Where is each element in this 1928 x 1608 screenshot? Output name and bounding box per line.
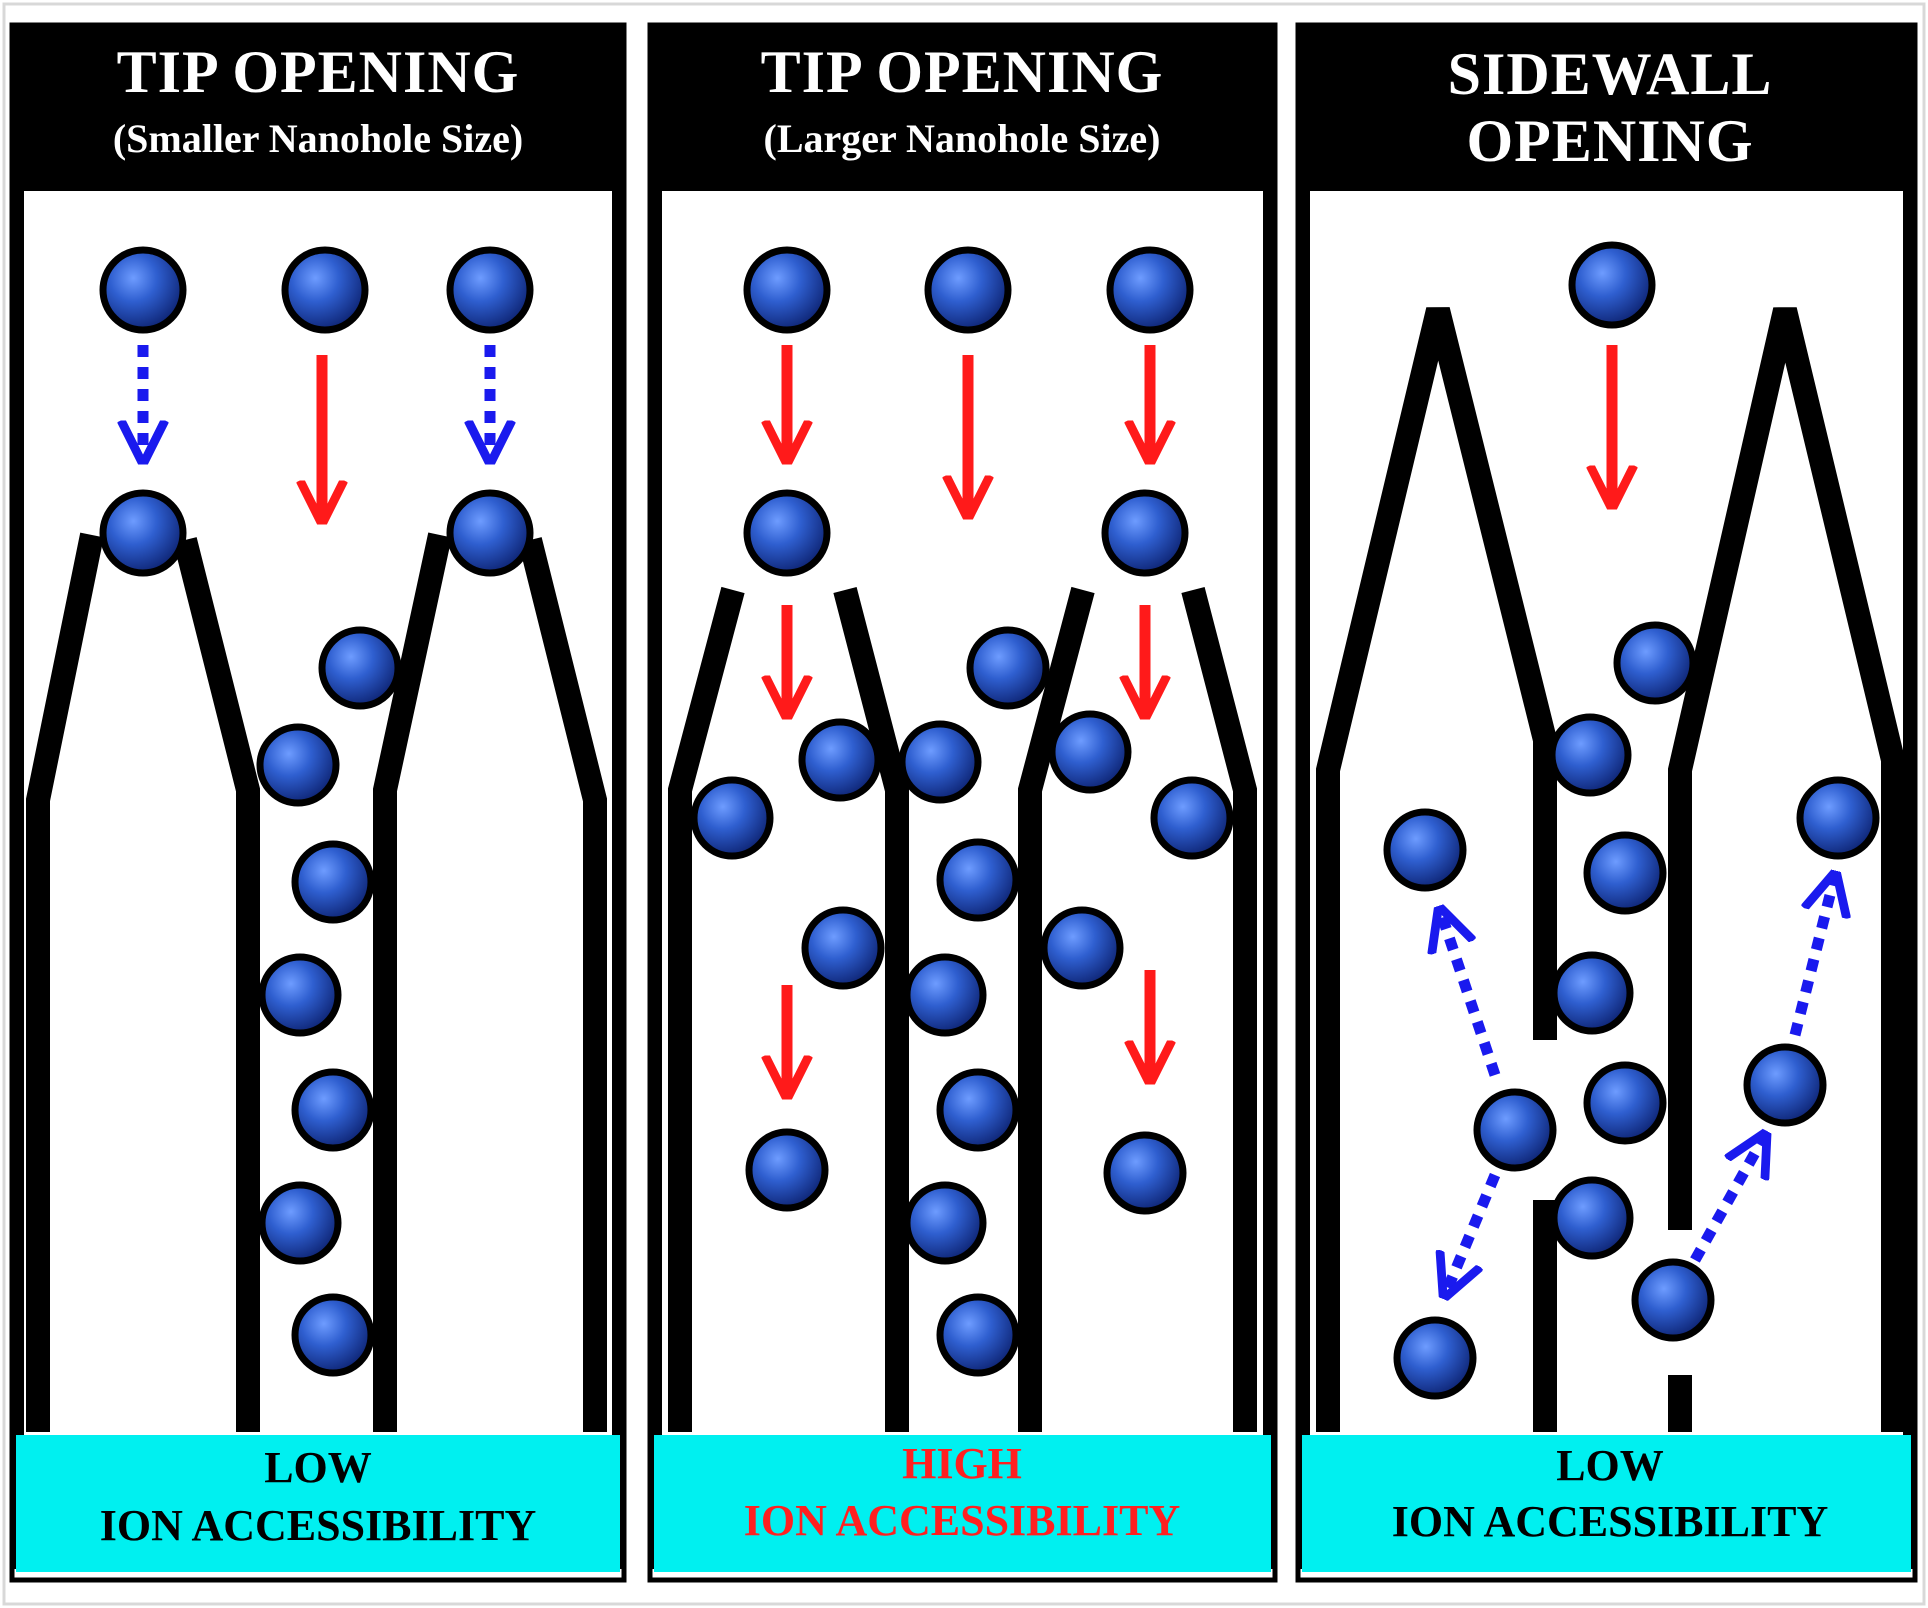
ion-sphere-icon: [798, 718, 882, 802]
ion-sphere-icon: [1568, 241, 1656, 329]
ion-sphere-icon: [903, 1181, 987, 1265]
ion-sphere-icon: [258, 1181, 342, 1265]
ion-sphere-icon: [936, 838, 1020, 922]
ions: [690, 246, 1234, 1377]
ion-sphere-icon: [898, 720, 982, 804]
accessibility-label: ION ACCESSIBILITY: [100, 1501, 537, 1550]
ion-sphere-icon: [801, 906, 885, 990]
panel-header-subtitle: OPENING: [1466, 108, 1753, 174]
ion-sphere-icon: [743, 489, 831, 577]
panel-sidewall: SIDEWALL OPENING LOW ION ACCESSIBILITY: [1295, 22, 1918, 1583]
panel-header-title: TIP OPENING: [761, 39, 1164, 105]
ion-sphere-icon: [1631, 1258, 1715, 1342]
ion-sphere-icon: [446, 489, 534, 577]
dotted-blue-arrow-icon: [1690, 1135, 1765, 1263]
dotted-blue-arrow-icon: [1440, 910, 1501, 1077]
panel-tip-small: TIP OPENING (Smaller Nanohole Size) LOW …: [9, 22, 627, 1583]
ion-sphere-icon: [966, 626, 1050, 710]
ion-sphere-icon: [690, 776, 774, 860]
accessibility-level: LOW: [264, 1443, 372, 1492]
ion-sphere-icon: [1048, 710, 1132, 794]
panel-footer: [1302, 1435, 1911, 1572]
arrows: [1440, 345, 1835, 1295]
ion-sphere-icon: [291, 840, 375, 924]
arrows: [143, 345, 490, 520]
nanotube-walls: [1316, 307, 1905, 1432]
ion-sphere-icon: [1106, 246, 1194, 334]
ion-sphere-icon: [1548, 713, 1632, 797]
nanotube-wall-right-tube: [373, 532, 607, 1432]
nanotube-wall-right-tube: [1668, 307, 1905, 1432]
ions: [1383, 241, 1880, 1400]
panel-left-wall: [650, 179, 662, 1569]
ion-sphere-icon: [745, 1128, 829, 1212]
accessibility-label: ION ACCESSIBILITY: [1392, 1497, 1829, 1546]
panel-header-subtitle: (Larger Nanohole Size): [764, 116, 1161, 161]
header-divider: [650, 179, 1275, 191]
nanotube-walls: [26, 532, 607, 1432]
header-divider: [12, 179, 624, 191]
ion-sphere-icon: [1550, 1176, 1634, 1260]
ion-sphere-icon: [291, 1293, 375, 1377]
dotted-blue-arrow-icon: [1789, 875, 1835, 1037]
ion-sphere-icon: [1613, 621, 1697, 705]
header-divider: [1298, 179, 1915, 191]
arrows: [787, 345, 1150, 1095]
panel-tip-large: TIP OPENING (Larger Nanohole Size) HIGH …: [647, 22, 1278, 1583]
ion-sphere-icon: [281, 246, 369, 334]
ion-sphere-icon: [1150, 776, 1234, 860]
nanotube-wall-left-tube: [668, 586, 909, 1432]
ion-sphere-icon: [1101, 489, 1189, 577]
nanotube-wall-left-tube: [26, 532, 260, 1432]
ion-sphere-icon: [258, 953, 342, 1037]
ion-sphere-icon: [1383, 808, 1467, 892]
panel-left-wall: [12, 179, 24, 1569]
panel-footer: [654, 1435, 1271, 1572]
ion-sphere-icon: [256, 723, 340, 807]
panel-header: [14, 27, 622, 179]
ion-sphere-icon: [99, 489, 187, 577]
panel-header-title: TIP OPENING: [117, 39, 520, 105]
panel-header: [1300, 27, 1913, 179]
accessibility-level: HIGH: [902, 1439, 1022, 1488]
ion-sphere-icon: [1103, 1131, 1187, 1215]
panel-right-wall: [612, 179, 624, 1569]
ion-sphere-icon: [936, 1293, 1020, 1377]
ion-sphere-icon: [291, 1068, 375, 1152]
panel-header: [652, 27, 1273, 179]
ion-sphere-icon: [1040, 906, 1124, 990]
panel-footer: [16, 1435, 620, 1572]
panel-left-wall: [1298, 179, 1310, 1569]
ion-sphere-icon: [318, 626, 402, 710]
ions: [99, 246, 534, 1377]
ion-sphere-icon: [446, 246, 534, 334]
ion-sphere-icon: [1583, 831, 1667, 915]
ion-sphere-icon: [924, 246, 1012, 334]
ion-sphere-icon: [1393, 1316, 1477, 1400]
ion-sphere-icon: [936, 1068, 1020, 1152]
ion-sphere-icon: [99, 246, 187, 334]
panel-right-wall: [1263, 179, 1275, 1569]
ion-sphere-icon: [1550, 951, 1634, 1035]
panel-header-title: SIDEWALL: [1448, 41, 1773, 107]
accessibility-label: ION ACCESSIBILITY: [744, 1496, 1181, 1545]
ion-sphere-icon: [1473, 1088, 1557, 1172]
nanotube-wall-right-tube: [1018, 586, 1257, 1432]
accessibility-level: LOW: [1556, 1441, 1664, 1490]
ion-sphere-icon: [1743, 1043, 1827, 1127]
ion-sphere-icon: [903, 953, 987, 1037]
ion-sphere-icon: [1583, 1061, 1667, 1145]
panel-right-wall: [1903, 179, 1915, 1569]
nanotube-wall-left-tube: [1316, 307, 1557, 1432]
panel-header-subtitle: (Smaller Nanohole Size): [113, 116, 523, 161]
ion-sphere-icon: [1796, 776, 1880, 860]
ion-sphere-icon: [743, 246, 831, 334]
nanotube-walls: [668, 586, 1257, 1432]
